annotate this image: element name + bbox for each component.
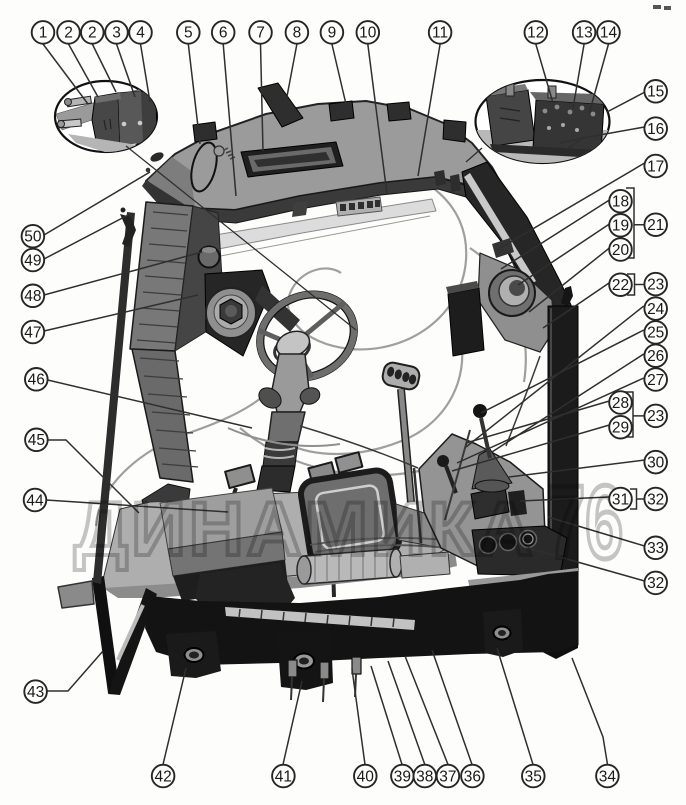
svg-text:27: 27 (647, 372, 664, 389)
svg-text:2: 2 (64, 25, 73, 42)
svg-text:16: 16 (647, 121, 664, 138)
svg-text:17: 17 (647, 158, 664, 175)
svg-text:38: 38 (416, 768, 433, 785)
svg-text:41: 41 (275, 768, 292, 785)
svg-text:5: 5 (184, 25, 193, 42)
svg-text:19: 19 (612, 218, 629, 235)
svg-text:20: 20 (612, 242, 630, 259)
svg-text:29: 29 (612, 420, 629, 437)
svg-text:25: 25 (647, 325, 664, 342)
svg-text:24: 24 (647, 301, 665, 318)
svg-text:31: 31 (612, 491, 629, 508)
svg-text:ДИНАМИКА: ДИНАМИКА (74, 487, 536, 572)
svg-text:37: 37 (439, 768, 456, 785)
svg-text:7: 7 (256, 25, 265, 42)
svg-text:40: 40 (357, 768, 375, 785)
svg-text:32: 32 (647, 575, 664, 592)
svg-text:18: 18 (612, 194, 629, 211)
svg-text:47: 47 (24, 324, 41, 341)
svg-text:23: 23 (647, 276, 664, 293)
svg-text:22: 22 (612, 277, 629, 294)
svg-text:49: 49 (24, 252, 41, 269)
svg-text:14: 14 (600, 25, 618, 42)
svg-text:46: 46 (28, 372, 45, 389)
svg-text:35: 35 (525, 768, 542, 785)
svg-text:26: 26 (647, 348, 664, 365)
svg-text:8: 8 (293, 25, 302, 42)
svg-text:39: 39 (394, 768, 411, 785)
svg-text:23: 23 (647, 408, 664, 425)
svg-text:6: 6 (219, 25, 228, 42)
svg-text:32: 32 (647, 491, 664, 508)
svg-text:76: 76 (547, 464, 623, 581)
svg-text:15: 15 (647, 84, 664, 101)
svg-text:1: 1 (39, 25, 48, 42)
svg-text:3: 3 (112, 25, 121, 42)
svg-text:28: 28 (612, 395, 629, 412)
svg-text:43: 43 (27, 684, 44, 701)
svg-text:36: 36 (464, 768, 481, 785)
svg-text:4: 4 (136, 25, 145, 42)
svg-text:11: 11 (432, 25, 448, 42)
svg-text:34: 34 (599, 768, 617, 785)
svg-text:9: 9 (328, 25, 337, 42)
svg-text:48: 48 (24, 288, 41, 305)
svg-text:42: 42 (154, 768, 171, 785)
svg-text:13: 13 (575, 25, 592, 42)
svg-text:21: 21 (647, 217, 664, 234)
svg-text:10: 10 (359, 25, 377, 42)
svg-text:12: 12 (527, 25, 544, 42)
svg-text:33: 33 (647, 540, 664, 557)
svg-text:50: 50 (24, 229, 42, 246)
svg-text:2: 2 (88, 25, 97, 42)
svg-text:44: 44 (26, 492, 44, 509)
svg-text:30: 30 (647, 454, 665, 471)
svg-text:45: 45 (28, 432, 45, 449)
